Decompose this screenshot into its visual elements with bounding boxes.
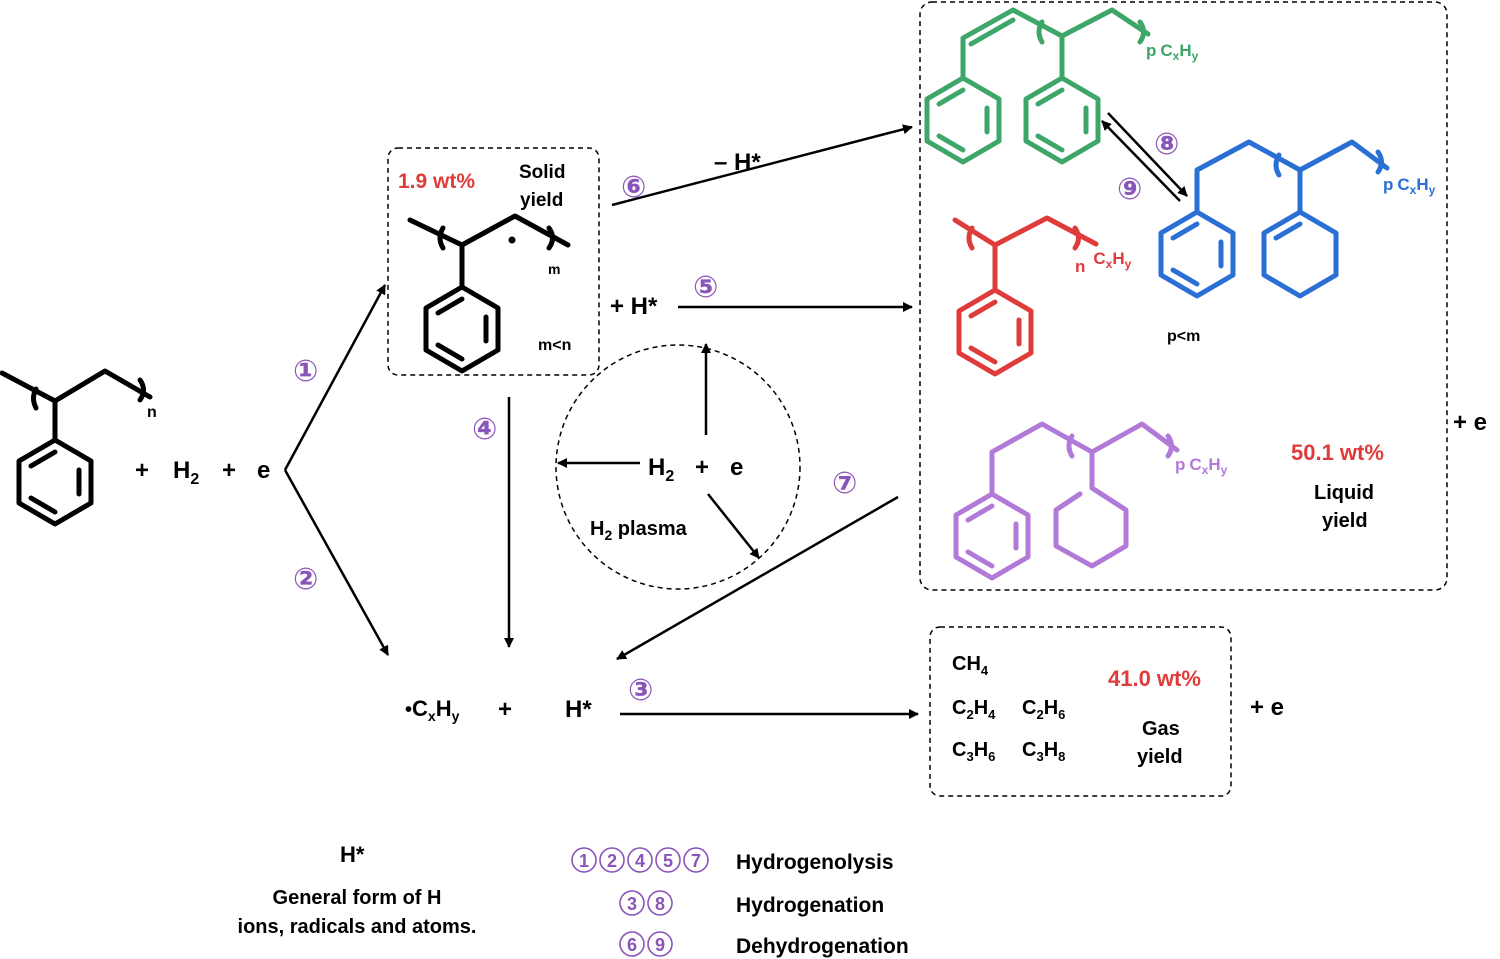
gas-plus-electron: + e [1250, 694, 1284, 721]
liquid-yield-value: 50.1 wt% [1291, 440, 1384, 465]
solid-yield-box [387, 147, 600, 376]
legend-hydrogenolysis: Hydrogenolysis [736, 851, 894, 874]
plasma-arrow-down [707, 493, 760, 559]
minus-h-label: – H* [714, 149, 761, 176]
svg-text:9: 9 [655, 935, 665, 955]
gas-yield-box [929, 626, 1232, 797]
polystyrene-reactant: n [0, 368, 157, 527]
step-marker-5: ⑤ [693, 271, 718, 304]
electron: e [257, 457, 270, 484]
liquid-yield-label: yield [1322, 510, 1368, 532]
svg-text:3: 3 [627, 894, 637, 914]
h2-plasma-label: H2 plasma [590, 518, 688, 543]
step-marker-2: ② [293, 563, 318, 596]
legend-definition: General form of H [273, 887, 442, 909]
polystyrene-oligomer-structure [952, 215, 1099, 377]
gas-ethane: C2H6 [1022, 697, 1065, 722]
step-marker-7: ⑦ [832, 467, 857, 500]
arrow-step-6 [611, 124, 913, 207]
legend-dehydrogenation-steps: 6 9 [619, 931, 673, 957]
svg-text:8: 8 [655, 894, 665, 914]
alkyl-radical: •CxHy [405, 696, 460, 724]
svg-text:7: 7 [691, 851, 701, 871]
svg-text:1: 1 [579, 851, 589, 871]
legend-hydrogenation: Hydrogenation [736, 894, 884, 917]
hydrogen-species: H* [565, 696, 592, 723]
step-marker-4: ④ [472, 413, 497, 446]
step-marker-1: ① [293, 355, 318, 388]
svg-text:6: 6 [627, 935, 637, 955]
liquid-yield-box [919, 1, 1448, 591]
arrow-step-2 [283, 469, 390, 656]
arrow-step-7 [616, 495, 899, 661]
solid-yield-label: yield [520, 190, 563, 211]
p-less-m-condition: p<m [1167, 328, 1200, 345]
svg-text:4: 4 [635, 851, 645, 871]
gas-propylene: C3H6 [952, 739, 995, 764]
n-subscript: n [147, 404, 157, 421]
step-marker-8: ⑧ [1154, 128, 1179, 161]
plus-sign: + [222, 457, 236, 484]
ring-opened-structure [953, 421, 1180, 581]
gas-methane: CH4 [952, 653, 989, 678]
polystyrene-radical-structure [407, 213, 571, 374]
plasma-h2: H2 [648, 454, 674, 485]
h2-plasma-region [555, 344, 801, 590]
svg-text:2: 2 [607, 851, 617, 871]
step-marker-9: ⑨ [1117, 173, 1142, 206]
plus-h-label: + H* [610, 293, 658, 320]
m-subscript: m [548, 261, 560, 277]
gas-yield-label: Gas [1142, 718, 1180, 740]
hydrogenated-polystyrene-structure [1158, 139, 1390, 299]
legend-dehydrogenation: Dehydrogenation [736, 935, 909, 958]
plus-sign: + [695, 454, 709, 481]
gas-propane: C3H8 [1022, 739, 1065, 764]
step-marker-3: ③ [628, 674, 653, 707]
m-less-n-condition: m<n [538, 337, 571, 354]
svg-text:5: 5 [663, 851, 673, 871]
dehydrogenated-polystyrene-structure [924, 7, 1151, 165]
legend-hstar: H* [340, 842, 365, 867]
electron: e [730, 454, 743, 481]
legend-definition: ions, radicals and atoms. [238, 916, 477, 938]
liquid-yield-label: Liquid [1314, 482, 1374, 504]
legend-hydrogenolysis-steps: 1 2 4 5 7 [571, 847, 709, 873]
arrow-step-8 [1107, 112, 1188, 197]
solid-yield-value: 1.9 wt% [398, 170, 475, 193]
legend-hydrogenation-steps: 3 8 [619, 890, 673, 916]
gas-yield-label: yield [1137, 746, 1183, 768]
solid-yield-label: Solid [519, 162, 565, 183]
step-marker-6: ⑥ [621, 171, 646, 204]
arrow-step-1 [283, 284, 387, 471]
plus-sign: + [498, 696, 512, 723]
gas-yield-value: 41.0 wt% [1108, 666, 1201, 691]
plus-sign: + [135, 457, 149, 484]
arrow-step-9 [1101, 120, 1181, 202]
liquid-plus-electron: + e [1453, 409, 1487, 436]
gas-ethylene: C2H4 [952, 697, 996, 722]
h2-reagent: H2 [173, 457, 199, 488]
